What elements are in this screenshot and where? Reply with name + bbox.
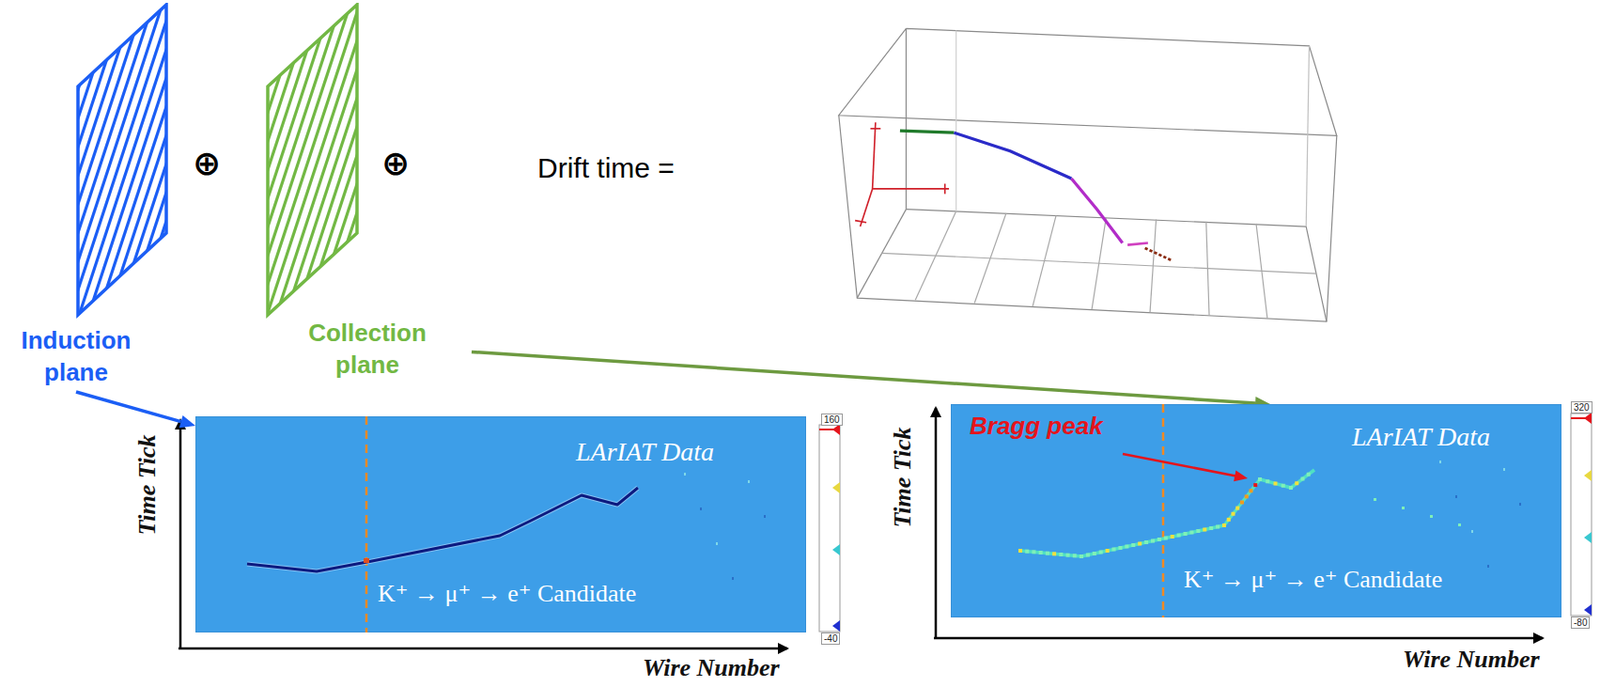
wire-plane-node: Induction plane: [0, 2, 174, 392]
event-display-panel: Bragg peak LArIAT Data K⁺ → μ⁺ → e⁺ Candid…: [950, 403, 1562, 618]
panel-label: LArIAT Data: [1351, 420, 1491, 453]
event-display-panel: LArIAT Data K⁺ → μ⁺ → e⁺ Candidate: [195, 416, 807, 633]
colour-scale-value: -40: [821, 632, 840, 645]
wire-plane-node: Collection plane: [263, 2, 472, 385]
connector-arrow: [471, 351, 1271, 410]
panel-label: K⁺ → μ⁺ → e⁺ Candidate: [1183, 564, 1443, 594]
arrow-head: [179, 415, 196, 428]
callout-label: Bragg peak: [969, 411, 1103, 441]
equation-text: Drift time =: [537, 151, 675, 186]
direct-sum-symbol: ⊕: [381, 146, 410, 181]
plane-label: Induction plane: [0, 324, 153, 389]
wire-plane: [263, 2, 472, 323]
plane-label: Collection plane: [273, 316, 462, 381]
axis-label: Wire Number: [642, 652, 780, 683]
panel-label: LArIAT Data: [575, 435, 715, 468]
colour-bar: [819, 423, 840, 632]
panel-label: K⁺ → μ⁺ → e⁺ Candidate: [377, 578, 637, 608]
direct-sum-symbol: ⊕: [192, 146, 221, 181]
axis-label: Wire Number: [1402, 644, 1540, 674]
colour-scale-value: 160: [821, 413, 843, 426]
axis-label: Time Tick: [132, 434, 162, 535]
connector-line: [471, 351, 1256, 404]
colour-scale-value: -80: [1570, 616, 1590, 629]
event-3d-view: [838, 28, 1337, 322]
colour-scale-value: 320: [1570, 401, 1593, 414]
wire-plane: [0, 2, 174, 323]
axis-label: Time Tick: [887, 426, 917, 528]
connector-line: [76, 391, 182, 422]
colour-bar: [1570, 412, 1592, 616]
connector-arrow: [76, 391, 196, 428]
